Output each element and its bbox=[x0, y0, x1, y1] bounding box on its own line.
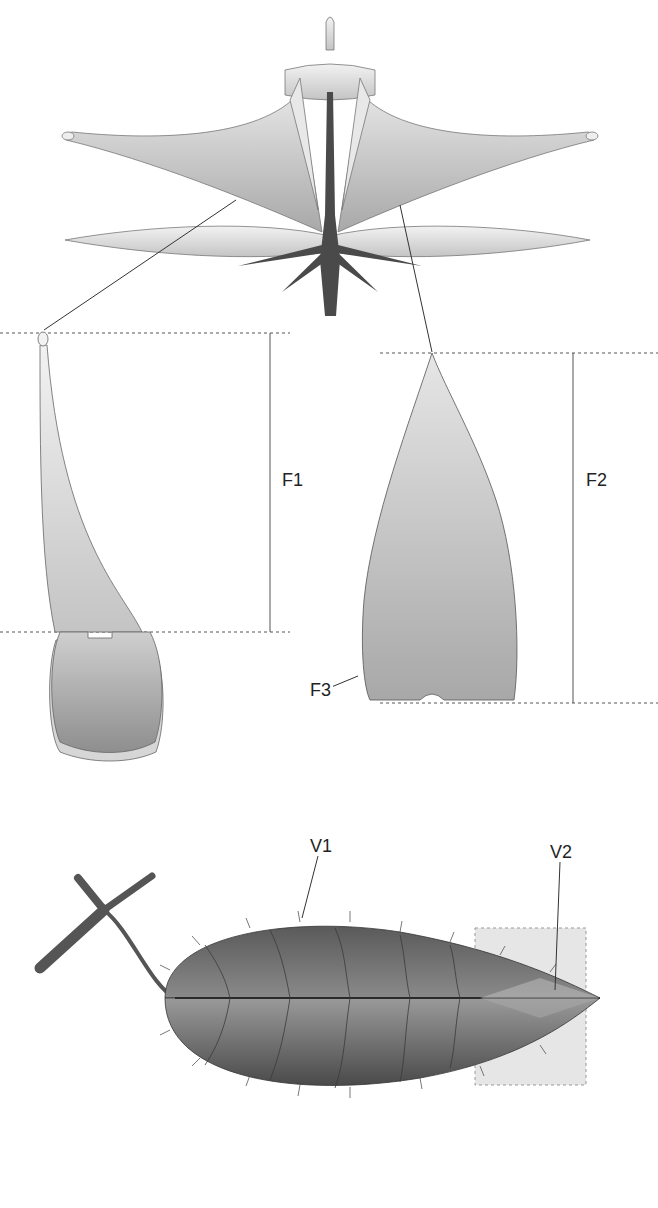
petal-detail bbox=[362, 353, 517, 700]
part-label: F3 bbox=[308, 680, 333, 700]
flower bbox=[62, 17, 598, 316]
part-label: F2 bbox=[584, 470, 609, 490]
leaf bbox=[40, 856, 600, 1098]
part-label: V1 bbox=[308, 836, 334, 856]
sepal-detail bbox=[38, 332, 163, 761]
leader-line bbox=[329, 676, 358, 688]
dimension-f1 bbox=[0, 333, 290, 632]
part-label: V2 bbox=[548, 842, 574, 862]
part-label: F1 bbox=[280, 470, 305, 490]
leader-line bbox=[44, 200, 236, 330]
leader-line bbox=[400, 205, 432, 352]
